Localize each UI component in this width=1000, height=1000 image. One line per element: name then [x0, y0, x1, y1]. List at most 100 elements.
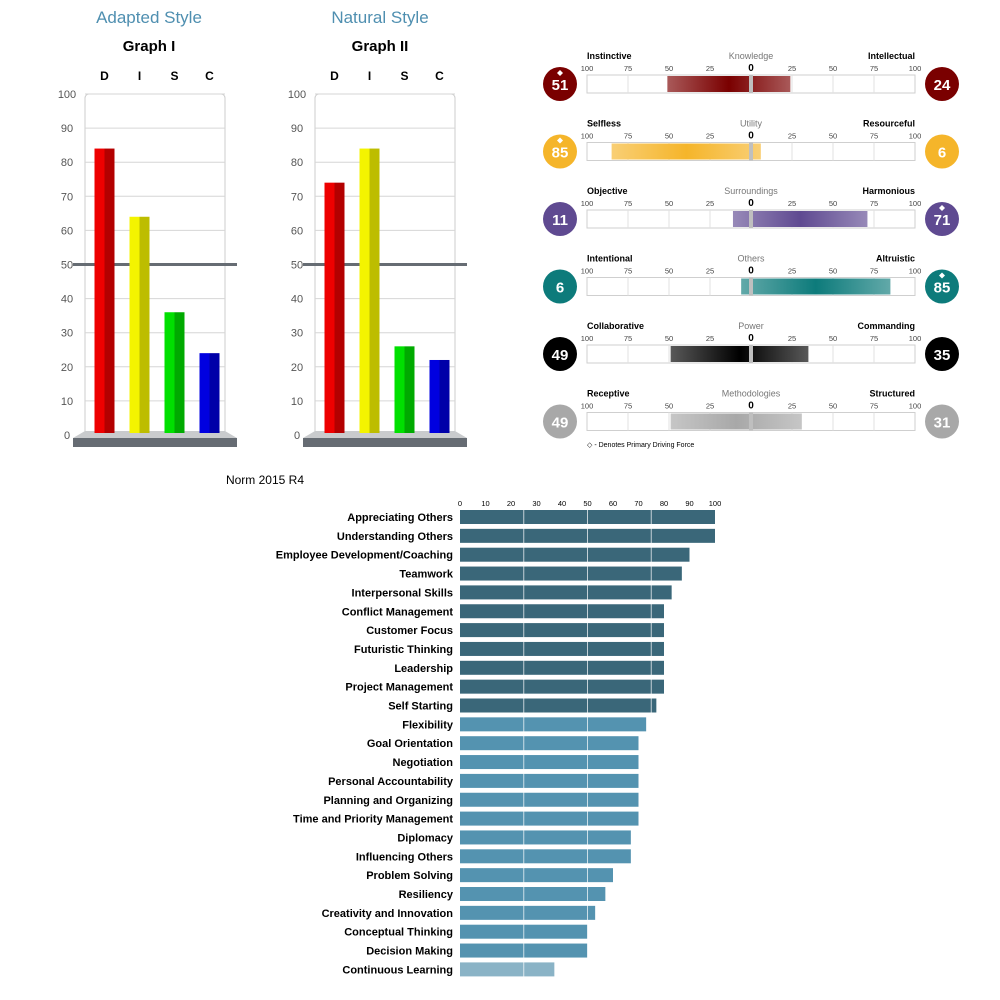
competency-bar	[460, 962, 555, 977]
graph1-y-tick: 100	[58, 89, 76, 101]
graph1-bar-S	[164, 312, 175, 433]
competency-bar	[460, 811, 639, 826]
graph1-bar-C	[199, 353, 210, 433]
motivator-center-label: Others	[737, 254, 765, 264]
motivator-tick-label: 25	[788, 267, 796, 276]
graph2-y-tick: 40	[291, 294, 303, 306]
graph2-category-label: S	[400, 69, 408, 83]
motivator-tick-label: 75	[624, 334, 632, 343]
graph1-bar-shade-S	[174, 312, 185, 433]
motivator-left-score: 6	[556, 280, 564, 297]
motivator-tick-label: 75	[624, 132, 632, 141]
motivator-tick-label: 100	[581, 334, 594, 343]
graph2-bar-shade-D	[334, 182, 345, 433]
motivator-tick-label: 50	[665, 402, 673, 411]
motivator-tick-label: 25	[706, 402, 714, 411]
motivator-left-score-circle	[543, 269, 577, 304]
competency-bar	[460, 698, 657, 713]
motivator-left-score-circle	[543, 134, 577, 169]
motivator-right-label: Commanding	[858, 321, 916, 331]
motivator-center-marker	[749, 412, 753, 431]
motivator-tick-label: 0	[748, 401, 754, 412]
graph2-bar-D	[324, 182, 335, 433]
competency-bar	[460, 585, 672, 600]
graph1-bar-shade-C	[209, 353, 220, 433]
motivator-tick-label: 50	[829, 334, 837, 343]
motivator-tick-label: 50	[829, 132, 837, 141]
motivator-right-score: 6	[938, 145, 946, 162]
motivator-center-marker	[749, 277, 753, 296]
motivator-tick-label: 75	[870, 64, 878, 73]
motivator-tick-label: 0	[748, 131, 754, 142]
competency-bar	[460, 679, 664, 694]
motivator-tick-label: 50	[665, 199, 673, 208]
motivator-center-label: Surroundings	[724, 186, 778, 196]
motivator-tick-label: 75	[870, 267, 878, 276]
competency-bar	[460, 868, 613, 883]
competency-bar	[460, 641, 664, 656]
motivator-tick-label: 0	[748, 266, 754, 277]
competency-bar	[460, 566, 682, 581]
competency-label: Self Starting	[388, 701, 453, 713]
competency-label: Problem Solving	[366, 870, 453, 882]
motivator-tick-label: 25	[706, 132, 714, 141]
graph1-category-label: C	[205, 69, 214, 83]
motivator-footnote: ◇ - Denotes Primary Driving Force	[587, 442, 694, 449]
motivator-center-marker	[749, 210, 753, 228]
competency-label: Understanding Others	[337, 531, 453, 543]
motivator-tick-label: 50	[665, 64, 673, 73]
competency-label: Time and Priority Management	[293, 814, 453, 826]
motivator-tick-label: 75	[624, 199, 632, 208]
competency-label: Goal Orientation	[367, 738, 453, 750]
graph2-y-tick: 20	[291, 362, 303, 374]
competency-x-tick: 30	[532, 499, 540, 508]
competency-bar	[460, 849, 631, 864]
competency-label: Conflict Management	[342, 606, 454, 618]
motivator-tick-label: 75	[624, 64, 632, 73]
motivator-tick-label: 25	[788, 402, 796, 411]
motivator-left-label: Intentional	[587, 254, 633, 264]
motivator-center-marker	[749, 345, 753, 363]
disc-graph-1: 0102030405060708090100D84I64S36C24%	[58, 69, 237, 447]
motivator-tick-label: 25	[788, 64, 796, 73]
motivator-tick-label: 25	[788, 132, 796, 141]
graph1-y-tick: 10	[61, 396, 73, 408]
motivator-center-label: Methodologies	[722, 389, 781, 399]
motivator-left-score: 85	[552, 145, 569, 162]
graph2-y-tick: 30	[291, 328, 303, 340]
competency-label: Conceptual Thinking	[344, 927, 453, 939]
motivator-center-label: Utility	[740, 119, 762, 129]
graph1-bar-I	[129, 216, 140, 433]
competency-x-tick: 100	[709, 499, 722, 508]
graph1-y-tick: 60	[61, 225, 73, 237]
motivator-fill-bar	[670, 346, 809, 362]
motivator-right-score: 71	[934, 212, 951, 229]
competency-bar	[460, 905, 596, 920]
motivator-left-score-circle	[543, 202, 577, 236]
competency-label: Flexibility	[402, 719, 454, 731]
motivator-right-score-circle	[925, 337, 959, 371]
graph2-y-tick: 60	[291, 225, 303, 237]
motivator-right-score: 35	[934, 347, 951, 364]
graph1-bar-shade-I	[139, 216, 150, 433]
motivator-right-score-circle	[925, 404, 959, 439]
competency-bar	[460, 830, 631, 845]
motivator-tick-label: 100	[581, 64, 594, 73]
motivator-center-marker	[749, 142, 753, 161]
primary-driving-force-diamond-icon	[557, 137, 563, 144]
motivator-tick-label: 50	[665, 267, 673, 276]
primary-driving-force-diamond-icon	[939, 272, 945, 279]
graph1-bar-D	[94, 148, 105, 433]
graph1-y-tick: 20	[61, 362, 73, 374]
motivator-left-score: 11	[552, 212, 568, 229]
competency-bar	[460, 736, 639, 751]
competency-bar	[460, 604, 664, 619]
competency-x-tick: 40	[558, 499, 566, 508]
competency-label: Decision Making	[366, 946, 453, 958]
motivator-tick-label: 75	[870, 132, 878, 141]
motivator-right-score-circle	[925, 134, 959, 169]
competency-label: Creativity and Innovation	[322, 908, 454, 920]
motivator-fill-bar	[741, 278, 891, 295]
motivator-left-score: 49	[552, 347, 569, 364]
